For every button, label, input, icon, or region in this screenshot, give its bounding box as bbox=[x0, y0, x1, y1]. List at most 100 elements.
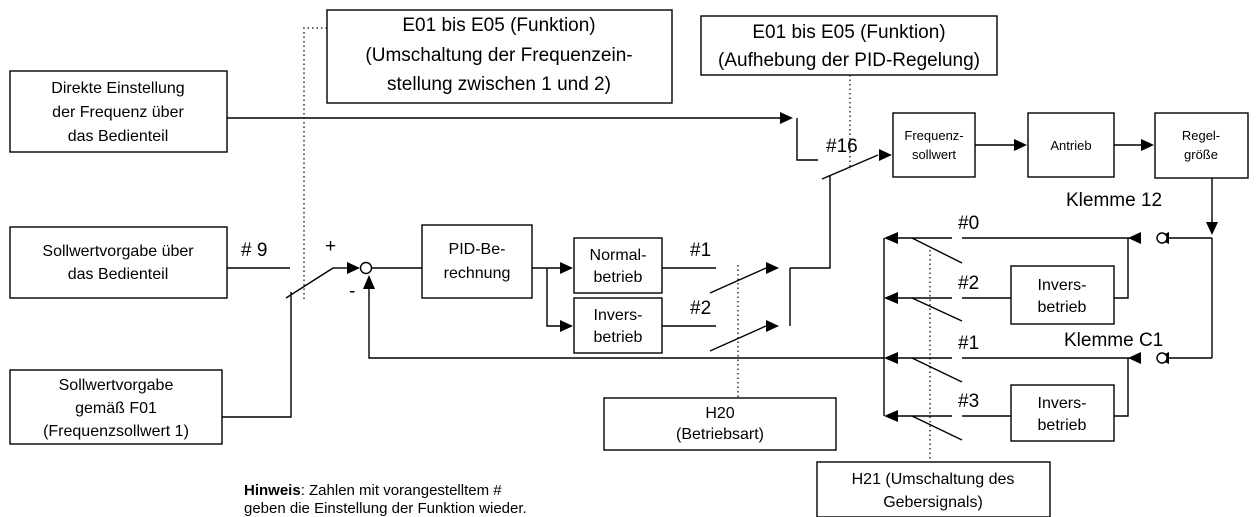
e01-switch-box: E01 bis E05 (Funktion) (Umschaltung der … bbox=[326, 9, 673, 104]
inverse-c1-box: Invers- betrieb bbox=[1010, 384, 1115, 442]
h21-arrow-row2 bbox=[884, 292, 898, 304]
e01-switch-line2: stellung zwischen 1 und 2) bbox=[387, 74, 611, 95]
e01-pid-line1: (Aufhebung der PID-Regelung) bbox=[718, 50, 980, 71]
pid-line1: PID-Be- bbox=[449, 241, 506, 258]
label-hash9: # 9 bbox=[241, 240, 267, 261]
e01-switch-dotted-link bbox=[303, 27, 327, 300]
sum-input-arrow bbox=[347, 262, 360, 274]
switch16-blade bbox=[821, 154, 879, 180]
freq-line1: Frequenz- bbox=[904, 128, 963, 143]
h21-line2: Gebersignals) bbox=[883, 494, 983, 511]
controlled-line1: Regel- bbox=[1182, 128, 1220, 143]
pid-to-inverse-arrow bbox=[560, 320, 573, 332]
f01-setpoint-box: Sollwertvorgabe gemäß F01 (Frequenzsollw… bbox=[9, 369, 223, 445]
note-rest: : Zahlen mit vorangestelltem # bbox=[301, 482, 503, 499]
label-terminal-c1: Klemme C1 bbox=[1064, 330, 1163, 351]
f01-line1: Sollwertvorgabe bbox=[59, 377, 174, 394]
h20-line1: H20 bbox=[705, 405, 734, 422]
label-hash2-feedback: #2 bbox=[958, 273, 979, 294]
label-minus: - bbox=[349, 281, 355, 302]
direct-line2: der Frequenz über bbox=[52, 104, 184, 121]
setpoint-line1: Sollwertvorgabe über bbox=[42, 243, 194, 260]
h20-to-switch16-line bbox=[790, 175, 831, 269]
label-hash1-feedback: #1 bbox=[958, 333, 979, 354]
pid-to-normal-arrow bbox=[560, 262, 573, 274]
direct-line3: das Bedienteil bbox=[68, 128, 169, 145]
controlled-down-arrow bbox=[1206, 222, 1218, 235]
h21-box: H21 (Umschaltung des Gebersignals) bbox=[816, 461, 1051, 517]
label-plus: + bbox=[325, 236, 336, 257]
h20-line2: (Betriebsart) bbox=[676, 426, 764, 443]
label-hash2-top: #2 bbox=[690, 298, 711, 319]
switch9-blade bbox=[285, 267, 334, 299]
pid-line2: rechnung bbox=[444, 265, 511, 282]
inverse-12-line1: Invers- bbox=[1038, 277, 1087, 294]
setpoint-panel-box: Sollwertvorgabe über das Bedienteil bbox=[9, 226, 228, 299]
inverse-mode-line2: betrieb bbox=[594, 329, 643, 346]
feedback-return-line bbox=[368, 289, 884, 359]
label-hash3: #3 bbox=[958, 391, 979, 412]
feedback-minus-arrow bbox=[363, 275, 375, 289]
label-hash16: #16 bbox=[826, 136, 858, 157]
h21-arrow-row3 bbox=[884, 410, 898, 422]
h21-blade-row2 bbox=[911, 297, 963, 322]
h20-arrow-upper bbox=[766, 262, 779, 274]
normal-mode-box: Normal- betrieb bbox=[573, 237, 663, 294]
label-terminal-12: Klemme 12 bbox=[1066, 190, 1162, 211]
e01-switch-line1: (Umschaltung der Frequenzein- bbox=[365, 45, 632, 66]
note-bold: Hinweis bbox=[244, 482, 301, 499]
direct-path-arrow bbox=[780, 112, 793, 124]
drive-box: Antrieb bbox=[1027, 112, 1115, 178]
direct-line1: Direkte Einstellung bbox=[51, 80, 184, 97]
inverse-c1-line2: betrieb bbox=[1038, 417, 1087, 434]
pid-calculation-box: PID-Be- rechnung bbox=[421, 224, 533, 299]
h21-blade-row3 bbox=[911, 415, 963, 441]
label-hash0: #0 bbox=[958, 213, 979, 234]
controlled-variable-box: Regel- größe bbox=[1154, 112, 1249, 179]
freq-line2: sollwert bbox=[912, 147, 956, 162]
e01-pid-box: E01 bis E05 (Funktion) (Aufhebung der PI… bbox=[700, 15, 998, 76]
drive-to-controlled-arrow bbox=[1141, 139, 1154, 151]
terminal12-circle bbox=[1156, 232, 1168, 244]
f01-path-line bbox=[222, 292, 292, 418]
switch16-arrow bbox=[879, 149, 892, 161]
summing-point bbox=[359, 261, 373, 275]
h20-box: H20 (Betriebsart) bbox=[603, 397, 837, 451]
terminalc1-circle bbox=[1156, 352, 1168, 364]
inverse-12-box: Invers- betrieb bbox=[1010, 265, 1115, 325]
h21-blade-row1 bbox=[911, 357, 963, 383]
h21-arrow-row1 bbox=[884, 352, 898, 364]
setpoint-line2: das Bedienteil bbox=[68, 266, 169, 283]
inverse-mode-line1: Invers- bbox=[594, 307, 643, 324]
terminalc1-to-inverse-line bbox=[1114, 358, 1129, 417]
drive-label: Antrieb bbox=[1050, 138, 1091, 153]
e01-pid-title: E01 bis E05 (Funktion) bbox=[752, 22, 945, 43]
e01-switch-title: E01 bis E05 (Funktion) bbox=[402, 15, 595, 36]
terminalc1-left-arrow bbox=[1128, 352, 1141, 364]
normal-line2: betrieb bbox=[594, 269, 643, 286]
h21-arrow-row0 bbox=[884, 232, 898, 244]
frequency-setpoint-box: Frequenz- sollwert bbox=[892, 112, 976, 178]
f01-line2: gemäß F01 bbox=[75, 400, 157, 417]
h20-blade-upper bbox=[709, 267, 767, 294]
h20-blade-lower bbox=[709, 325, 767, 352]
switch16-upper-contact bbox=[796, 118, 818, 161]
h20-arrow-lower bbox=[766, 320, 779, 332]
label-hash1-top: #1 bbox=[690, 240, 711, 261]
controlled-line2: größe bbox=[1184, 147, 1218, 162]
inverse-12-line2: betrieb bbox=[1038, 299, 1087, 316]
terminal12-left-arrow bbox=[1128, 232, 1141, 244]
h21-line1: H21 (Umschaltung des bbox=[852, 471, 1015, 488]
f01-line3: (Frequenzsollwert 1) bbox=[43, 423, 189, 440]
h21-blade-row0 bbox=[911, 237, 963, 264]
freq-to-drive-arrow bbox=[1014, 139, 1027, 151]
direct-setting-box: Direkte Einstellung der Frequenz über da… bbox=[9, 70, 228, 153]
normal-line1: Normal- bbox=[590, 247, 647, 264]
terminal12-to-inverse-line bbox=[1114, 238, 1129, 299]
note-line2: geben die Einstellung der Funktion wiede… bbox=[244, 500, 527, 517]
inverse-c1-line1: Invers- bbox=[1038, 395, 1087, 412]
pid-to-inverse-line bbox=[546, 268, 561, 327]
note-line1: Hinweis: Zahlen mit vorangestelltem # bbox=[244, 482, 502, 499]
inverse-mode-box: Invers- betrieb bbox=[573, 297, 663, 354]
